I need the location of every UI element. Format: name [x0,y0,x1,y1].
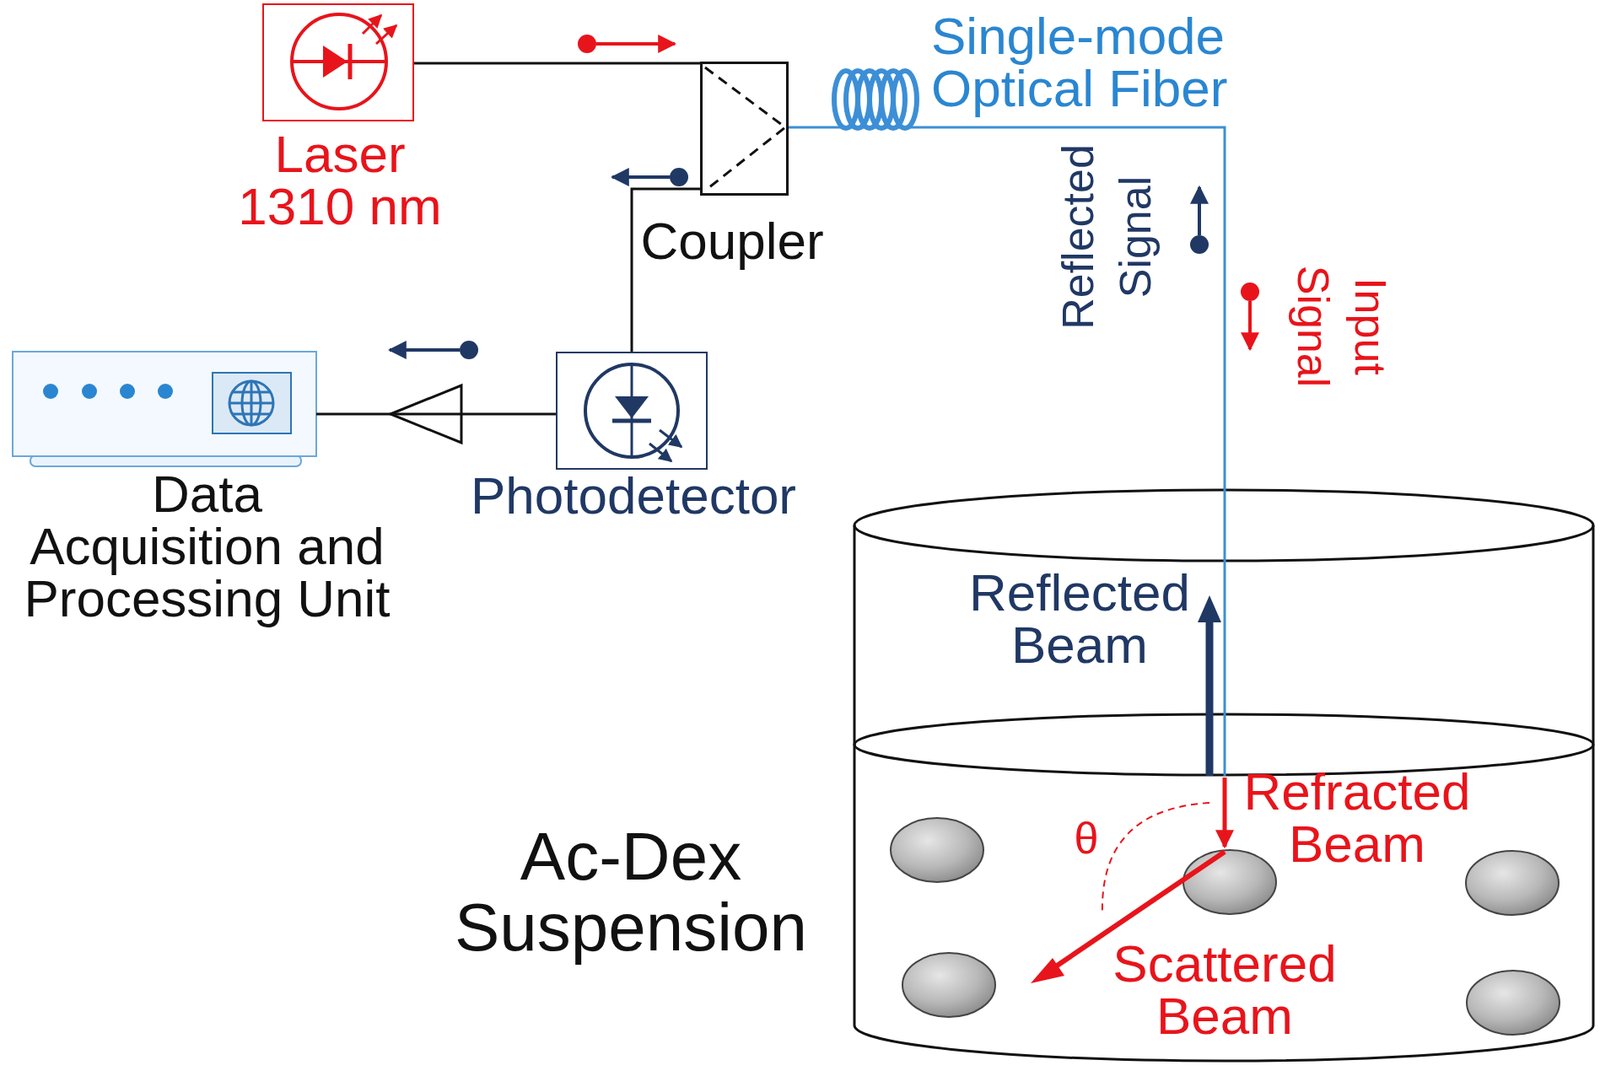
photodiode-symbol-part [585,364,679,458]
optical-fiber [788,127,1225,490]
reflected-signal-indicator-part [612,175,670,179]
fiber-coil-part [893,70,917,129]
daq-device-part [81,383,97,399]
laser-diode-symbol-part [362,15,382,34]
daq-device-part [212,372,291,434]
fiber-coil [834,70,917,129]
laser-box: Laser 1310 nm [262,3,415,122]
coupler-splitter [705,67,786,191]
photodetector-box: Photodetector [555,351,708,470]
laser-link [414,62,701,65]
fiber-tip [1223,489,1227,776]
coupler-splitter-part [705,67,786,191]
beam-label: Refracted Beam [1230,765,1484,871]
coupler-box: Coupler [700,61,789,196]
beams-part [1222,777,1228,847]
laser-diode-symbol-part [291,14,387,109]
detector-link [631,188,701,352]
beam-label: Reflected Beam [953,566,1207,672]
fiber-signal-indicators-part [1190,235,1209,254]
photodiode-symbol-part [659,430,682,448]
daq-device-part [119,383,135,399]
output-signal-indicator-part [389,348,460,352]
node-label: Coupler [622,215,842,268]
laser-diode-symbol-part [348,43,353,80]
particles-part [1466,970,1560,1035]
photodiode-symbol-part [649,443,672,462]
particles-part [890,818,984,883]
particles-part [1183,850,1277,915]
beam-label: Scattered Beam [1098,937,1352,1043]
daq-device [12,351,317,467]
daq-device-part [229,381,274,426]
laser-diode-symbol-part [323,45,348,78]
signal-label: Input Signal [1283,225,1398,428]
input-signal-indicator-part [577,34,597,54]
beams-part [1102,802,1210,914]
daq-device-part [43,383,59,399]
particles-part [1465,851,1559,916]
fiber-signal-indicators-part [1197,187,1202,236]
photodiode-symbol-part [612,419,652,424]
input-signal-indicator-part [596,42,675,46]
beams-part [1197,595,1222,623]
angle-symbol: θ [1061,816,1112,861]
input-signal-indicator [577,34,675,54]
beaker [854,490,1594,1062]
node-label: Laser 1310 nm [213,128,467,233]
fiber-signal-indicators-part [1248,301,1252,350]
laser-diode-symbol [291,14,397,109]
node-label: Data Acquisition and Processing Unit [21,468,394,625]
reflected-signal-indicator [612,167,689,187]
signal-wire [316,413,556,416]
beams-part [1206,619,1214,776]
daq-unit: Data Acquisition and Processing Unit [12,351,317,457]
node-label: Ac-Dex Suspension [432,821,830,964]
fiber-signal-indicators-part [1240,282,1260,302]
signal-label: Reflected Signal [1050,135,1164,339]
daq-device-part [250,381,254,426]
daq-device-part [157,383,173,399]
daq-device-part [12,351,317,457]
output-signal-indicator [389,340,479,360]
reflected-signal-indicator-part [669,167,689,187]
beams-part [1030,958,1065,984]
output-signal-indicator-part [459,340,479,360]
photodiode-symbol-part [614,396,649,419]
node-label: Photodetector [447,469,819,523]
fiber-label: Single-mode Optical Fiber [931,10,1269,115]
laser-diode-symbol-part [376,25,397,44]
particles-part [902,953,996,1018]
photodiode-symbol [585,364,682,462]
